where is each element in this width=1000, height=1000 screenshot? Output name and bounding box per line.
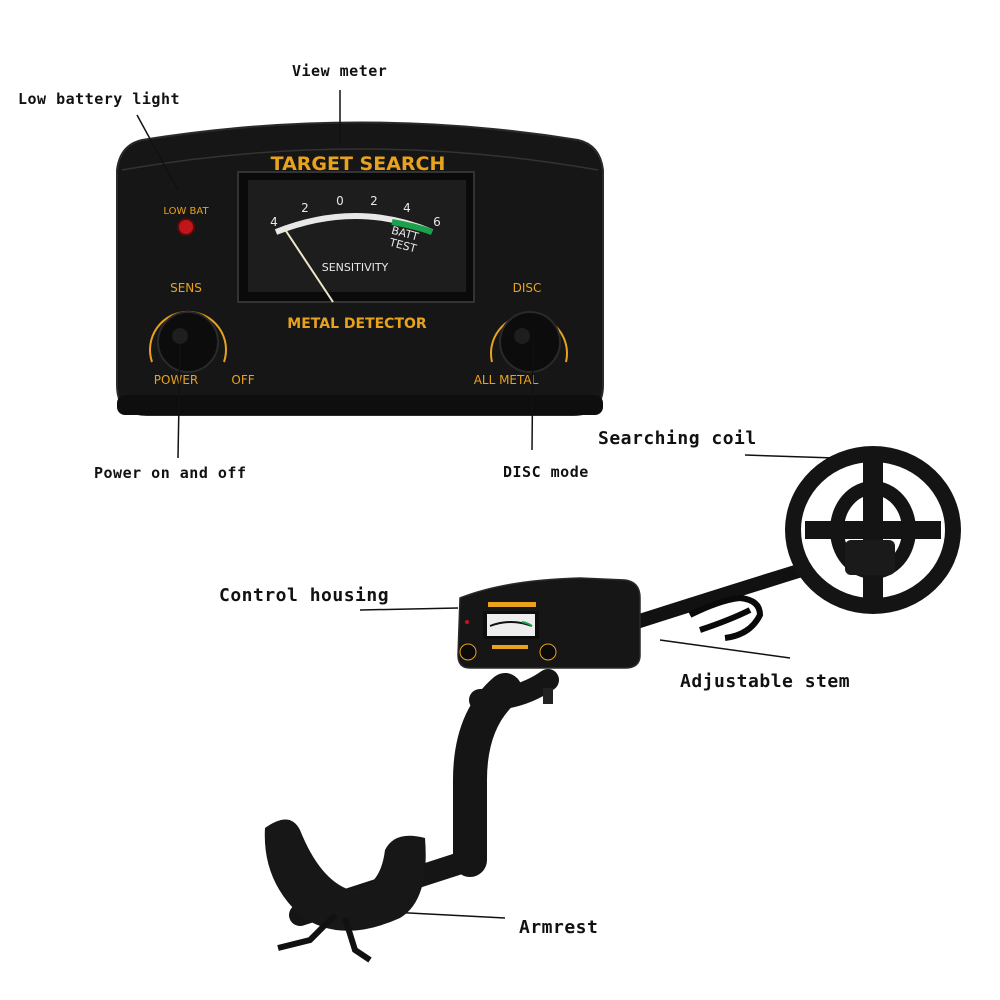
meter-tick-label: 2 xyxy=(301,201,309,215)
callout-searching-coil: Searching coil xyxy=(598,428,757,449)
callout-armrest: Armrest xyxy=(519,917,599,938)
brand-title: TARGET SEARCH xyxy=(271,153,446,175)
armrest xyxy=(264,819,426,963)
meter-tick-label: 6 xyxy=(433,215,441,229)
detector-full xyxy=(264,446,961,963)
power-label: POWER xyxy=(154,373,198,387)
meter-tick-label: 2 xyxy=(370,194,378,208)
callout-power-on-off: Power on and off xyxy=(94,464,247,482)
callout-disc-mode: DISC mode xyxy=(503,463,589,481)
control-housing xyxy=(457,577,641,669)
sens-label: SENS xyxy=(170,281,202,295)
disc-label: DISC xyxy=(513,281,542,295)
low-bat-label: LOW BAT xyxy=(163,206,209,217)
callout-adjustable-stem: Adjustable stem xyxy=(680,671,851,692)
callout-view-meter: View meter xyxy=(292,62,388,80)
view-meter: 4 2 0 2 4 6 BATT TEST SENSITIVITY xyxy=(237,171,475,303)
meter-tick-label: 0 xyxy=(336,194,344,208)
control-panel-closeup: TARGET SEARCH 4 2 0 2 4 6 BATT TEST SENS… xyxy=(116,121,604,416)
model-title: METAL DETECTOR xyxy=(287,316,427,332)
sens-knob[interactable]: SENS POWER OFF xyxy=(149,281,255,387)
meter-tick-label: 4 xyxy=(403,201,411,215)
callout-control-housing: Control housing xyxy=(219,585,390,606)
meter-needle xyxy=(283,227,334,303)
searching-coil xyxy=(785,446,961,614)
meter-tick-label: 4 xyxy=(270,215,278,229)
low-battery-led xyxy=(177,218,195,236)
off-label: OFF xyxy=(231,373,254,387)
disc-knob[interactable]: DISC ALL METAL xyxy=(474,281,568,387)
callout-low-battery-light: Low battery light xyxy=(18,90,181,108)
callout-lines xyxy=(136,90,836,919)
sensitivity-label: SENSITIVITY xyxy=(322,261,389,274)
all-metal-label: ALL METAL xyxy=(474,373,539,387)
